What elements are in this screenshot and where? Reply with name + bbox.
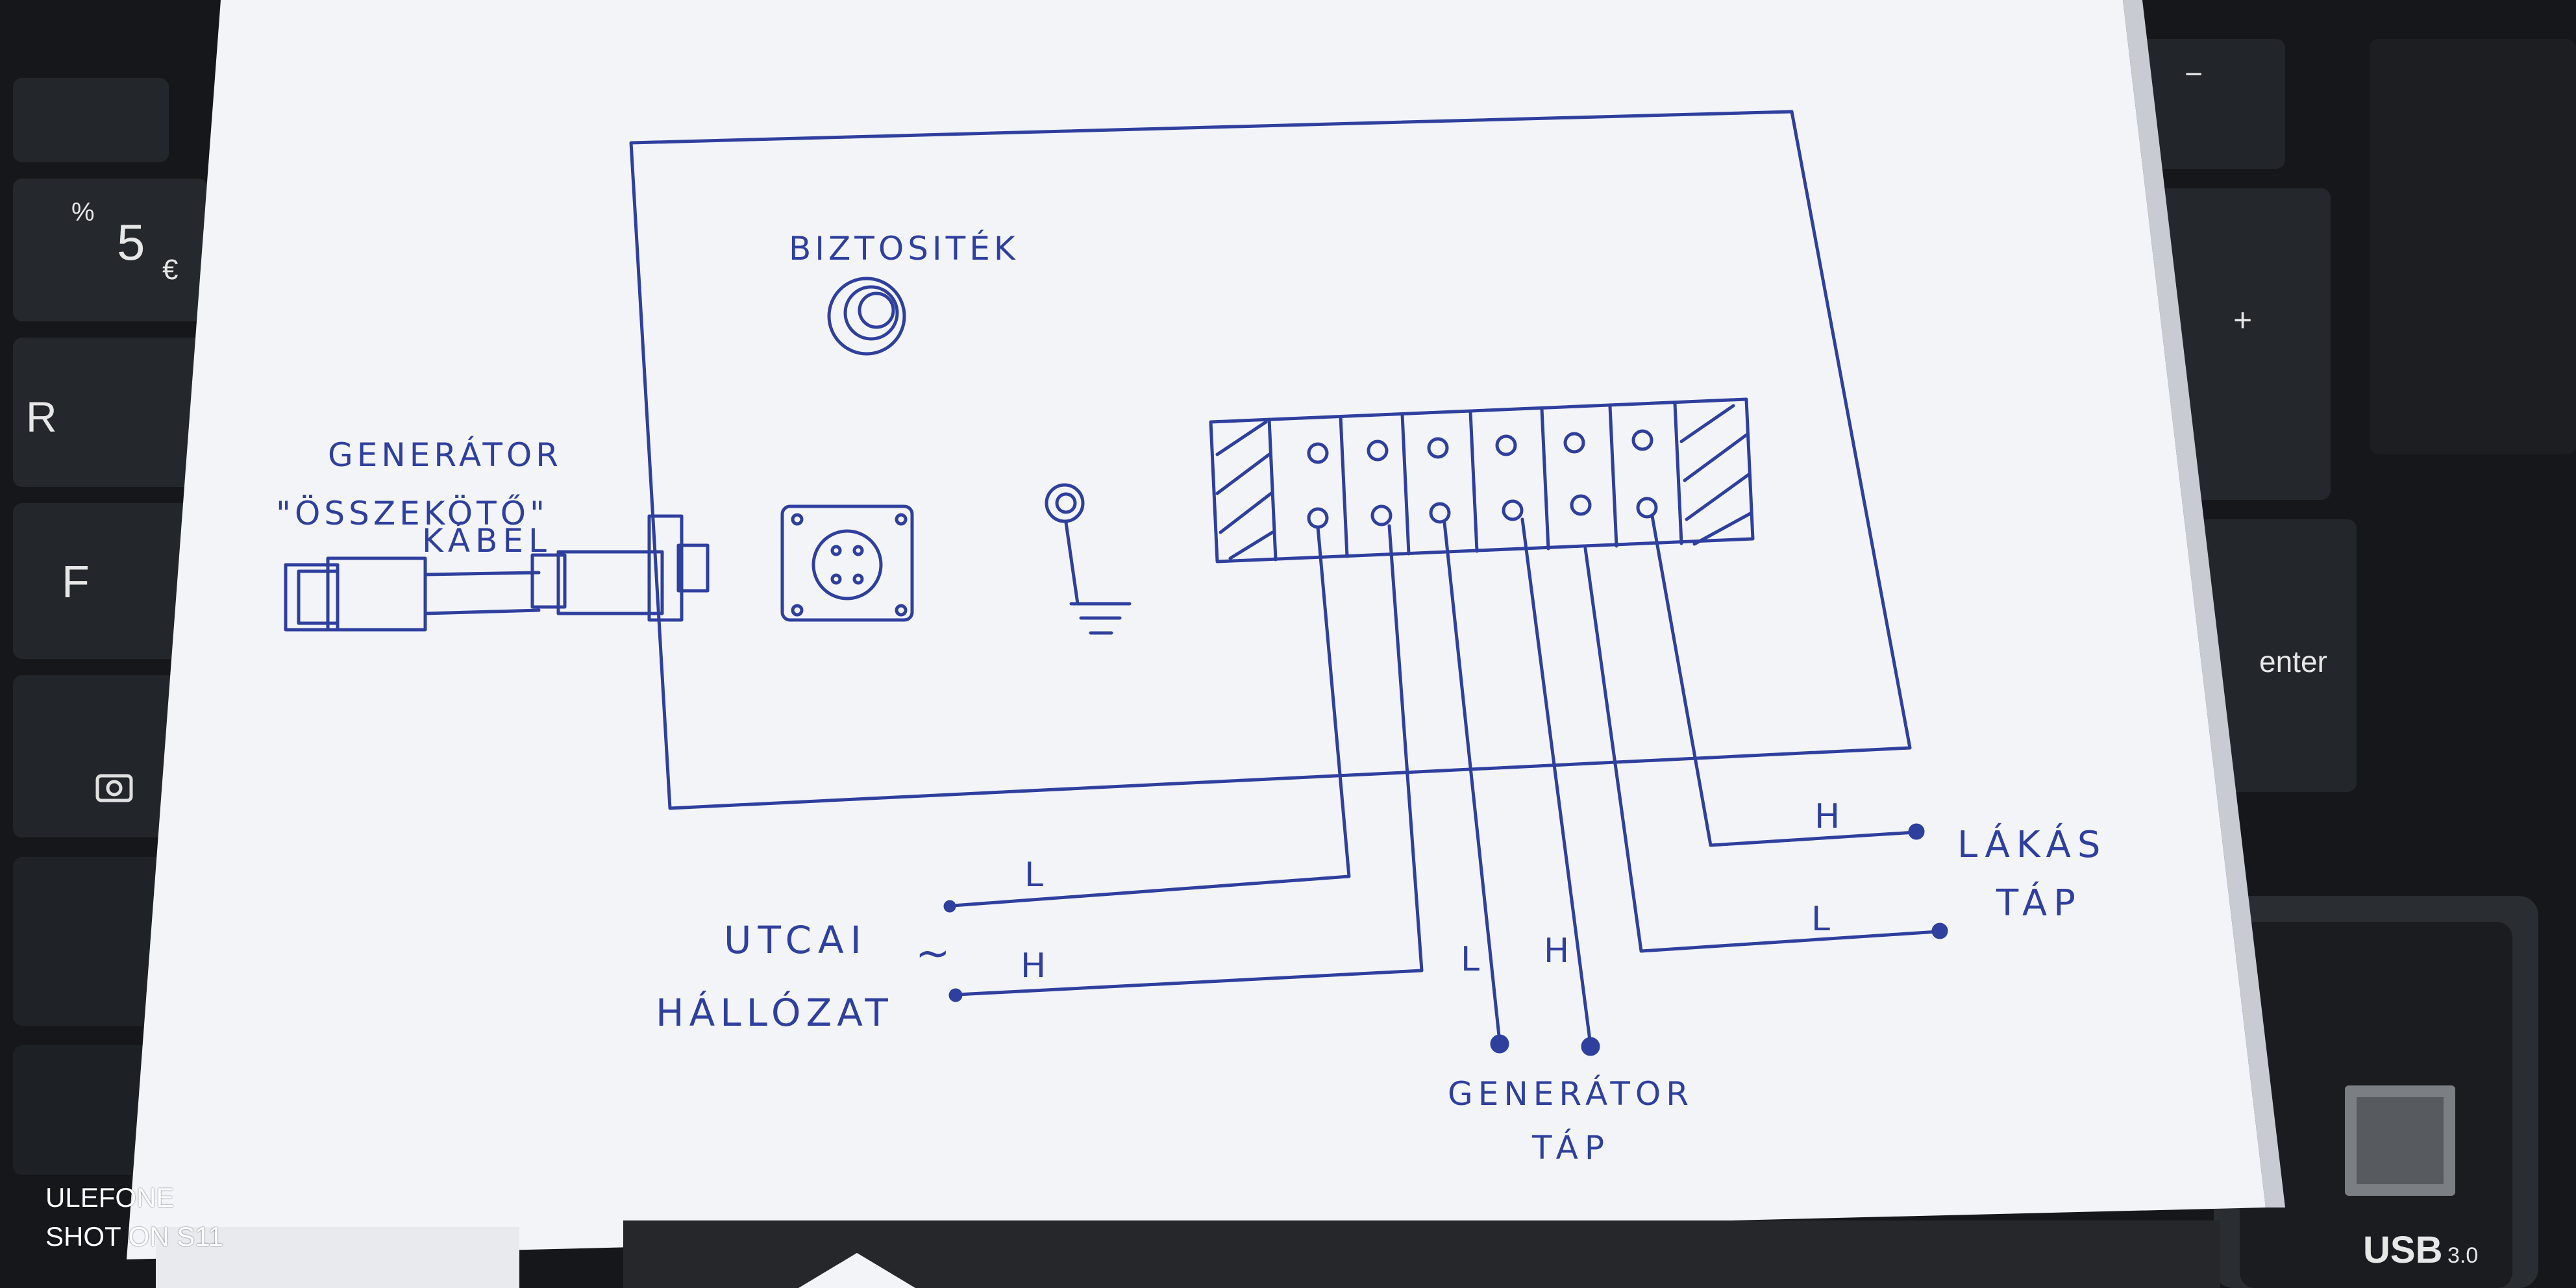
generator-wire-right-label: H [1544, 932, 1569, 971]
watermark-model: SHOT ON S11 [45, 1221, 223, 1252]
camera-icon [95, 774, 133, 802]
fuse-symbol [827, 277, 906, 356]
left-keyboard: % 5 € R F [13, 78, 208, 1175]
usb-label: USB [2363, 1229, 2442, 1271]
enclosure-box [629, 110, 1912, 810]
key-enter: enter [2259, 645, 2327, 678]
ground-symbol [1045, 483, 1132, 635]
street-wire-bottom-label: H [1021, 947, 1046, 985]
street-tilde: ~ [915, 930, 950, 978]
wire-terminals [943, 823, 1948, 1056]
key-euro: € [162, 254, 178, 286]
generator-supply-line1: GENERÁTOR [1448, 1074, 1694, 1113]
home-supply-line1: LÁKÁS [1957, 824, 2107, 866]
street-label-line2: HÁLLÓZAT [656, 990, 893, 1035]
wiring-diagram [284, 110, 1948, 1056]
paper-sheet [127, 0, 2266, 1259]
watermark-brand: ULEFONE [45, 1182, 175, 1213]
wires [951, 514, 1940, 1047]
cable-label-line1: GENERÁTOR [328, 436, 562, 474]
key-5: 5 [117, 214, 145, 271]
generator-supply-line2: TÁP [1531, 1128, 1611, 1167]
right-keyboard: − + enter USB 3.0 [2136, 39, 2576, 1288]
street-label-line1: UTCAI [724, 918, 868, 962]
paper-shadow [2123, 0, 2285, 1208]
key-r: R [26, 393, 57, 441]
fuse-label: BIZTOSITÉK [789, 229, 1019, 267]
cable-label-line3: KÁBEL [422, 521, 552, 560]
home-supply-line2: TÁP [1996, 882, 2082, 924]
generator-wire-left-label: L [1461, 940, 1480, 979]
home-wire-bottom-label: L [1811, 900, 1830, 939]
usb-version: 3.0 [2447, 1243, 2478, 1268]
key-percent: % [71, 198, 95, 227]
cable-label-line2: "ÖSSZEKÖTŐ" [276, 494, 549, 532]
key-minus: − [2185, 57, 2203, 92]
socket-symbol [780, 504, 914, 622]
key-plus: + [2233, 302, 2252, 338]
home-wire-top-label: H [1814, 797, 1840, 836]
street-wire-top-label: L [1024, 856, 1043, 895]
key-f: F [62, 556, 90, 607]
terminal-block [1209, 397, 1755, 564]
connector-cable [284, 514, 710, 632]
